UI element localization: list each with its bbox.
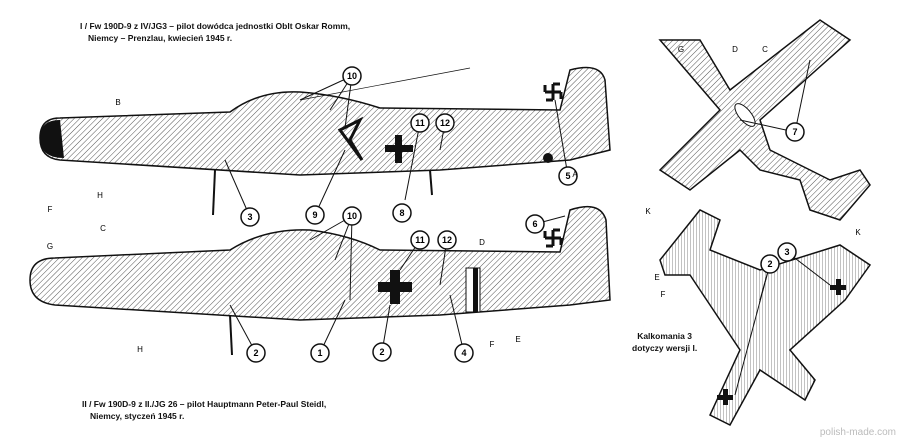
caption-line: II / Fw 190D-9 z II./JG 26 – pilot Haupt…: [82, 399, 327, 409]
callout-label: 11: [415, 118, 425, 128]
callout-label: 8: [399, 208, 404, 218]
letter-label: G: [47, 242, 53, 251]
swastika-icon: [543, 228, 563, 248]
callout-label: 1: [317, 348, 322, 358]
top-plan-view: [658, 19, 871, 221]
caption-line: Niemcy – Prenzlau, kwiecień 1945 r.: [88, 33, 233, 43]
letter-label: K: [855, 228, 861, 237]
letter-label: K: [645, 207, 651, 216]
caption-line: Niemcy, styczeń 1945 r.: [90, 411, 185, 421]
chevron-marking: [337, 116, 364, 161]
callout-label: 2: [253, 348, 258, 358]
letter-label: E: [515, 335, 520, 344]
letter-label: F: [661, 290, 666, 299]
letter-label: B: [115, 98, 120, 107]
bottom-profile-aircraft: [29, 205, 611, 356]
spinner-black: [40, 120, 64, 158]
balkenkreuz-icon: [717, 389, 733, 405]
callout-label: 10: [347, 71, 357, 81]
callout-label: 11: [415, 235, 425, 245]
swastika-icon: [543, 82, 563, 102]
balkenkreuz-icon: [378, 270, 412, 304]
top-aircraft-caption: I / Fw 190D-9 z IV/JG3 – pilot dowódca j…: [80, 20, 350, 44]
letter-label: H: [137, 345, 143, 354]
callout-label: 4: [461, 348, 466, 358]
callout-label: 7: [792, 127, 797, 137]
letter-label: C: [762, 45, 768, 54]
callout-label: 10: [347, 211, 357, 221]
letter-label: A: [572, 170, 578, 179]
callout-label: 3: [247, 212, 252, 222]
caption-line: I / Fw 190D-9 z IV/JG3 – pilot dowódca j…: [80, 21, 351, 31]
letter-label: D: [479, 238, 485, 247]
callout-label: 9: [312, 210, 317, 220]
letter-label: C: [100, 224, 106, 233]
letter-label: D: [732, 45, 738, 54]
letter-label: E: [654, 273, 659, 282]
callout-label: 3: [784, 247, 789, 257]
letter-label: F: [490, 340, 495, 349]
callout-10: [342, 66, 362, 86]
callout-label: 5: [565, 171, 570, 181]
balkenkreuz-icon: [830, 279, 846, 295]
callout-label: 6: [532, 219, 537, 229]
caption-line: Kalkomania 3: [637, 331, 692, 341]
callouts: [240, 66, 805, 363]
letter-label: G: [678, 45, 684, 54]
bottom-plan-view: [659, 209, 872, 426]
leader-lines: [224, 59, 831, 396]
top-profile-aircraft: [39, 66, 611, 216]
callout-label: 12: [440, 118, 450, 128]
callout-label: 2: [379, 347, 384, 357]
watermark: polish-made.com: [819, 427, 896, 438]
caption-line: dotyczy wersji I.: [632, 343, 698, 353]
letter-label: H: [97, 191, 103, 200]
balkenkreuz-icon: [385, 135, 413, 163]
bottom-aircraft-caption: II / Fw 190D-9 z II./JG 26 – pilot Haupt…: [82, 398, 326, 422]
decal-note: Kalkomania 3 dotyczy wersji I.: [632, 330, 697, 354]
callout-label: 2: [767, 259, 772, 269]
letter-label: F: [48, 205, 53, 214]
callout-label: 12: [442, 235, 452, 245]
